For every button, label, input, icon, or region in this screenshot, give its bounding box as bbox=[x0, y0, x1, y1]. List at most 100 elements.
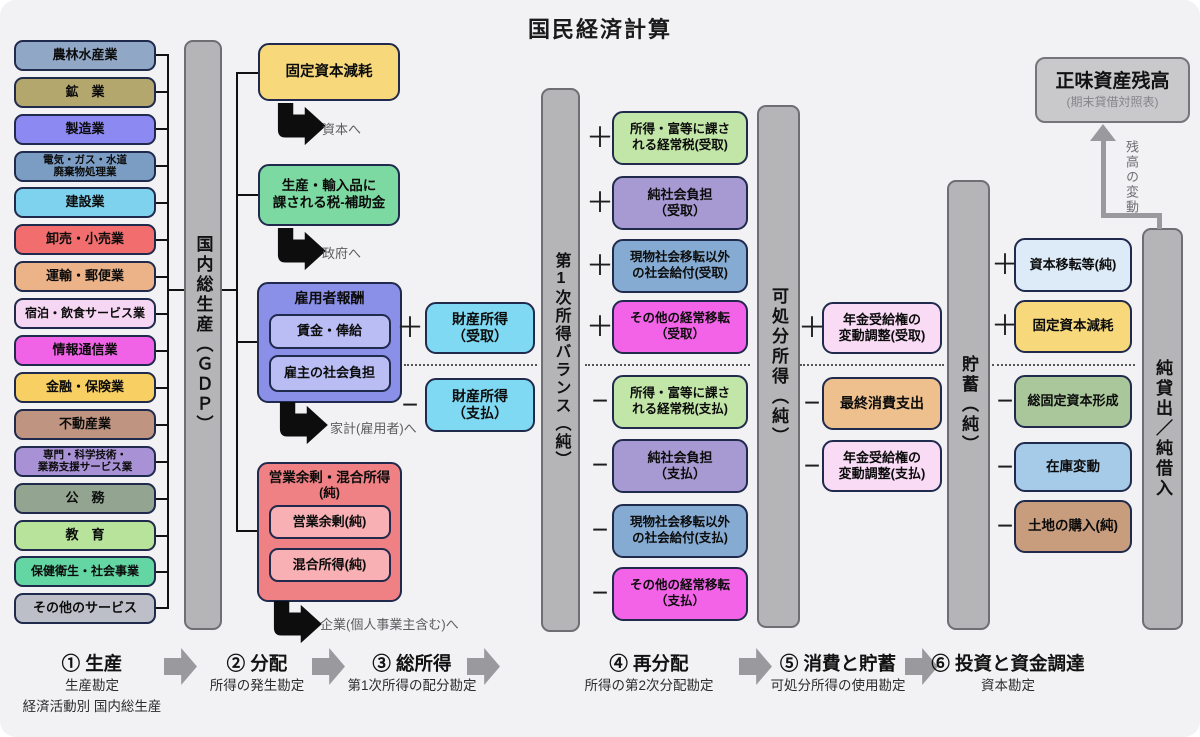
down-right-arrow-icon bbox=[277, 103, 326, 146]
plus-sign: ＋ bbox=[396, 312, 425, 343]
connector-line bbox=[236, 194, 258, 196]
minus-sign: − bbox=[996, 451, 1014, 482]
flow-label-capital: 資本へ bbox=[322, 122, 362, 137]
industry-label: 宿泊・飲食サービス業 bbox=[24, 306, 145, 320]
flow-label-balance-change: 残高の変動 bbox=[1124, 140, 1139, 215]
minus-sign: − bbox=[401, 389, 419, 420]
box-fixed-capital-consumption: 固定資本減耗 bbox=[258, 43, 400, 101]
box-wages-salaries: 賃金・俸給 bbox=[268, 313, 391, 349]
connector-line bbox=[156, 91, 169, 93]
box-operating-surplus-mixed-income: 営業余剰・混合所得 (純) 営業余剰(純) 混合所得(純) bbox=[257, 462, 402, 602]
industry-label: 専門・科学技術・ bbox=[43, 448, 127, 461]
minus-sign: − bbox=[803, 387, 821, 418]
industry-label: 教 育 bbox=[65, 527, 105, 543]
box-label: の社会給付(受取) bbox=[632, 266, 728, 280]
minus-sign: − bbox=[591, 385, 609, 416]
connector-line bbox=[156, 571, 169, 573]
industry-box: 建設業 bbox=[14, 187, 156, 218]
box-net-worth-balance: 正味資産残高 (期末貸借対照表) bbox=[1035, 57, 1190, 123]
box-label: 営業余剰(純) bbox=[292, 514, 367, 530]
box-label: （受取） bbox=[653, 203, 706, 218]
stage-heading-consumption-saving: ⑤ 消費と貯蓄 bbox=[779, 653, 897, 674]
minus-sign: − bbox=[803, 450, 821, 481]
industry-label: 保健衛生・社会事業 bbox=[30, 564, 139, 578]
box-label: 現物社会移転以外 bbox=[629, 250, 730, 265]
connector-line bbox=[156, 498, 169, 500]
industry-box: その他のサービス bbox=[14, 593, 156, 624]
box-label: （受取） bbox=[452, 328, 508, 344]
connector-line bbox=[156, 202, 169, 204]
bar-gdp-label: 国内総生産（ＧＤＰ） bbox=[193, 235, 213, 435]
industry-label: 鉱 業 bbox=[65, 84, 105, 100]
box-pension-adjustment-receipt: 年金受給権の 変動調整(受取) bbox=[822, 302, 942, 354]
box-label: 在庫変動 bbox=[1046, 458, 1100, 474]
dashed-separator bbox=[585, 364, 750, 366]
stage-subtitle: 所得の発生勘定 bbox=[209, 678, 305, 693]
stage-heading-distribution: ② 分配 bbox=[226, 653, 288, 674]
connector-line bbox=[156, 461, 169, 463]
box-fixed-capital-consumption-capital: 固定資本減耗 bbox=[1014, 300, 1132, 353]
connector-line bbox=[156, 54, 169, 56]
minus-sign: − bbox=[996, 510, 1014, 541]
stage-subtitle: 資本勘定 bbox=[981, 678, 1035, 693]
industry-label: 電気・ガス・水道 bbox=[43, 153, 127, 166]
industry-box: 製造業 bbox=[14, 114, 156, 145]
bar-disposable-income: 可処分所得（純） bbox=[757, 105, 800, 628]
bar-label: 第1次所得バランス（純） bbox=[552, 251, 570, 469]
box-label: （受取） bbox=[654, 327, 705, 341]
bar-label: 純貸出／純借入 bbox=[1153, 359, 1172, 499]
box-label: 賃金・俸給 bbox=[296, 322, 362, 338]
minus-sign: − bbox=[591, 514, 609, 545]
box-label: 変動調整(受取) bbox=[838, 328, 926, 343]
box-label: 変動調整(支払) bbox=[838, 466, 926, 481]
box-inventory-change: 在庫変動 bbox=[1014, 442, 1132, 492]
plus-sign: ＋ bbox=[586, 187, 615, 218]
stage-heading-total-income: ③ 総所得 bbox=[372, 653, 452, 674]
box-label: 営業余剰・混合所得 bbox=[268, 470, 391, 485]
industry-label: 農林水産業 bbox=[52, 47, 118, 63]
bar-net-lending-borrowing: 純貸出／純借入 bbox=[1142, 228, 1183, 630]
industry-label: 廃棄物処理業 bbox=[53, 165, 117, 178]
connector-line bbox=[156, 128, 169, 130]
industry-label: 卸売・小売業 bbox=[45, 231, 124, 247]
box-gross-fixed-capital-formation: 総固定資本形成 bbox=[1014, 375, 1132, 428]
box-label: 固定資本減耗 bbox=[1032, 318, 1114, 334]
page-title: 国民経済計算 bbox=[527, 17, 672, 42]
bar-saving: 貯蓄（純） bbox=[947, 180, 990, 630]
stage-heading-redistribution: ④ 再分配 bbox=[609, 653, 689, 674]
box-label: 所得・富等に課さ bbox=[629, 386, 730, 401]
industry-box: 金融・保険業 bbox=[14, 372, 156, 403]
connector-line bbox=[1101, 213, 1162, 218]
box-taxes-on-production-imports: 生産・輸入品に 課される税-補助金 bbox=[258, 164, 400, 226]
minus-sign: − bbox=[591, 449, 609, 480]
bar-primary-income-balance: 第1次所得バランス（純） bbox=[541, 88, 580, 632]
box-property-income-payment: 財産所得 （支払） bbox=[425, 378, 535, 432]
box-label: 所得・富等に課さ bbox=[629, 122, 730, 137]
redistribution-payment-box: その他の経常移転 （支払） bbox=[612, 567, 748, 621]
box-label: れる経常税(支払) bbox=[632, 402, 728, 416]
box-label: 最終消費支出 bbox=[840, 394, 924, 411]
stage-subtitle: 可処分所得の使用勘定 bbox=[770, 678, 906, 693]
redistribution-payment-box: 純社会負担 （支払） bbox=[612, 439, 748, 493]
connector-line bbox=[1157, 213, 1162, 229]
dashed-separator bbox=[404, 364, 537, 366]
industry-label: 建設業 bbox=[65, 194, 105, 210]
industry-label: その他のサービス bbox=[32, 600, 137, 616]
plus-sign: ＋ bbox=[586, 122, 615, 153]
bar-label: 可処分所得（純） bbox=[769, 286, 788, 447]
industry-label: 運輸・郵便業 bbox=[45, 268, 124, 284]
box-compensation-of-employees: 雇用者報酬 賃金・俸給 雇主の社会負担 bbox=[257, 282, 402, 403]
box-label: 生産・輸入品に bbox=[281, 178, 377, 194]
industry-box: 宿泊・飲食サービス業 bbox=[14, 298, 156, 329]
industry-label: 不動産業 bbox=[58, 416, 111, 432]
industry-box: 情報通信業 bbox=[14, 335, 156, 366]
redistribution-receipt-box: 所得・富等に課さ れる経常税(受取) bbox=[612, 111, 748, 165]
connector-line bbox=[236, 530, 257, 532]
industry-box: 電気・ガス・水道廃棄物処理業 bbox=[14, 151, 156, 182]
box-label: の社会給付(支払) bbox=[632, 531, 728, 545]
box-label: その他の経常移転 bbox=[629, 578, 730, 593]
redistribution-receipt-box: 現物社会移転以外 の社会給付(受取) bbox=[612, 239, 748, 293]
industry-label: 製造業 bbox=[65, 121, 105, 137]
industry-box: 保健衛生・社会事業 bbox=[14, 556, 156, 587]
